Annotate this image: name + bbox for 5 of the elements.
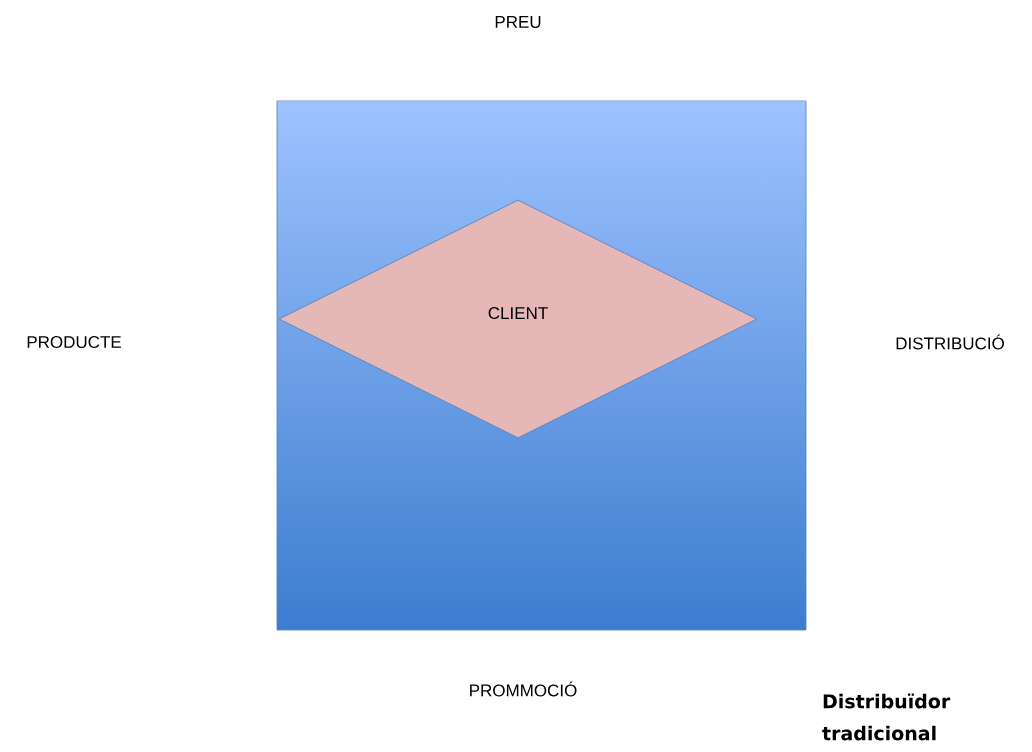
- caption-text: Distribuïdor tradicional: [822, 693, 951, 741]
- axis-label: DISTRIBUCIÓ: [896, 334, 1004, 350]
- axis-label: PRODUCTE: [27, 336, 121, 349]
- axis-label: PREU: [495, 16, 541, 28]
- axis-label: PROMMOCIÓ: [470, 681, 577, 697]
